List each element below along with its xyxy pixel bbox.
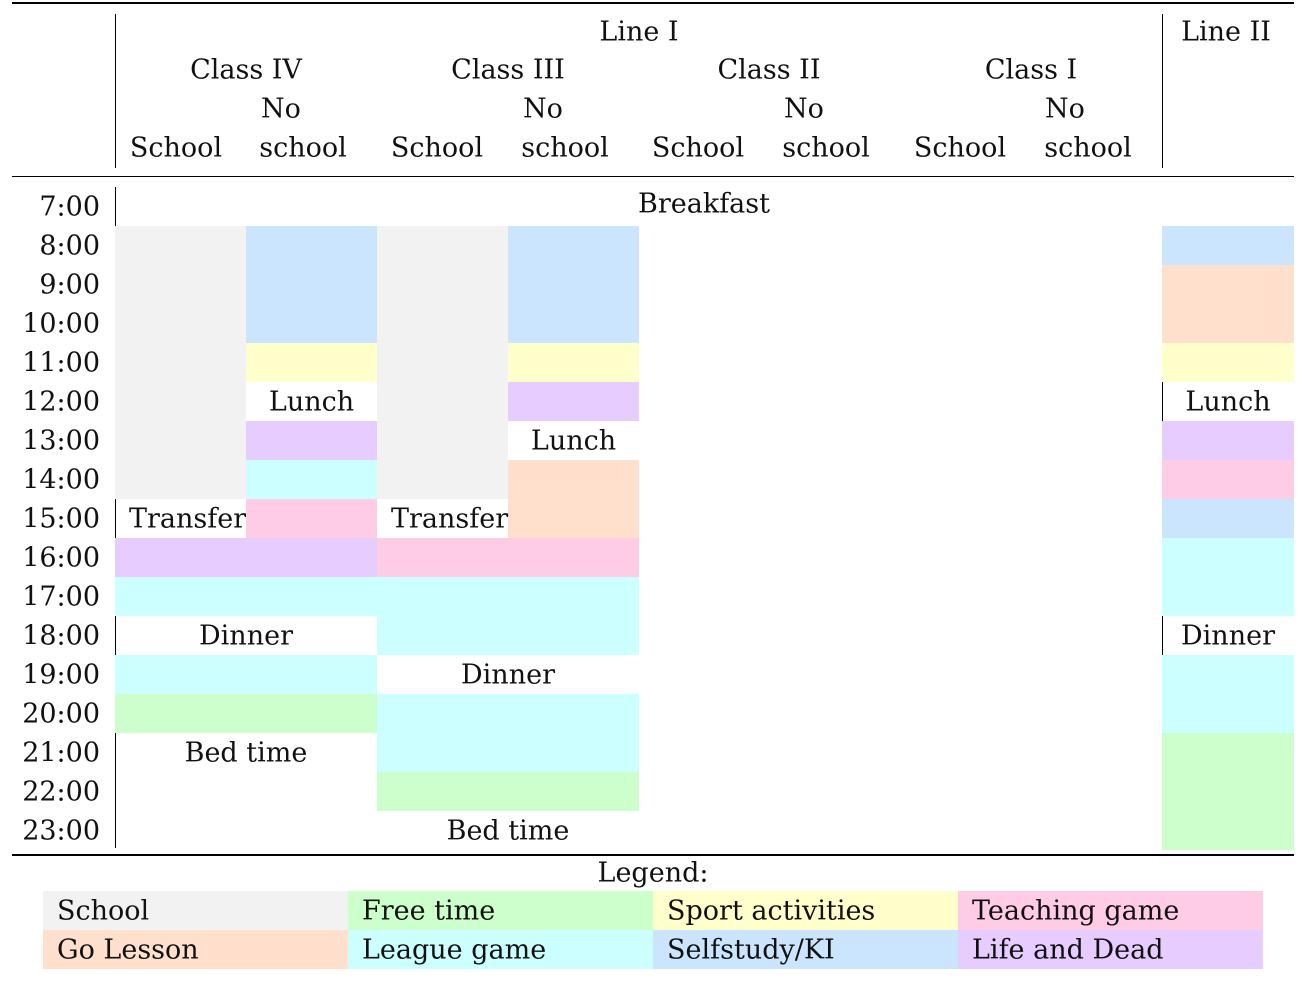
transfer-label: Transfer bbox=[129, 503, 247, 534]
league-block bbox=[246, 460, 377, 499]
class-i-heading: Class I bbox=[984, 54, 1078, 86]
free-block bbox=[377, 772, 639, 811]
teaching-block bbox=[1162, 460, 1294, 499]
top-rule bbox=[12, 2, 1294, 4]
class-iii-noschool-subheading: school bbox=[521, 132, 609, 164]
legend-item-free bbox=[348, 891, 653, 930]
bedtime-label: Bed time bbox=[446, 815, 570, 846]
lunch-label: Lunch bbox=[1185, 386, 1271, 417]
legend-item-selfstudy bbox=[653, 930, 958, 969]
selfstudy-block bbox=[1162, 499, 1294, 538]
dinner-label: Dinner bbox=[1181, 620, 1275, 651]
league-block bbox=[1162, 538, 1294, 616]
league-block bbox=[115, 577, 377, 616]
legend-item-life bbox=[958, 930, 1263, 969]
class-iv-school-subheading: School bbox=[129, 132, 223, 164]
free-block bbox=[1162, 733, 1294, 850]
time-label: 15:00 bbox=[22, 503, 100, 534]
school-block bbox=[115, 226, 246, 499]
legend-title: Legend: bbox=[597, 857, 709, 889]
lunch-label: Lunch bbox=[530, 425, 617, 456]
bottom-rule bbox=[12, 854, 1294, 856]
time-label: 16:00 bbox=[22, 542, 100, 573]
time-label: 19:00 bbox=[22, 659, 100, 690]
sport-block bbox=[246, 343, 377, 382]
time-label: 11:00 bbox=[22, 347, 100, 378]
time-label: 17:00 bbox=[22, 581, 100, 612]
legend-label: Free time bbox=[362, 895, 496, 926]
selfstudy-block bbox=[246, 226, 377, 343]
time-label: 20:00 bbox=[22, 698, 100, 729]
time-label: 12:00 bbox=[22, 386, 100, 417]
selfstudy-block bbox=[508, 226, 639, 343]
life-block bbox=[246, 421, 377, 460]
class-ii-school-subheading: School bbox=[651, 132, 745, 164]
legend-item-teaching bbox=[958, 891, 1263, 930]
lunch-label: Lunch bbox=[268, 386, 355, 417]
selfstudy-block bbox=[1162, 226, 1294, 265]
legend-item-go bbox=[43, 930, 348, 969]
breakfast-row-label: Breakfast bbox=[638, 188, 770, 220]
time-column-divider-body bbox=[115, 187, 116, 848]
legend-label: Selfstudy/KI bbox=[667, 934, 835, 965]
legend-label: School bbox=[57, 895, 150, 926]
transfer-label: Transfer bbox=[391, 503, 509, 534]
free-block bbox=[115, 694, 377, 733]
class-i-noschool-subheading: school bbox=[1044, 132, 1132, 164]
teaching-block bbox=[246, 499, 377, 538]
time-label: 14:00 bbox=[22, 464, 100, 495]
legend-label: League game bbox=[362, 934, 547, 965]
time-label: 23:00 bbox=[22, 815, 100, 846]
class-iii-school-subheading: School bbox=[390, 132, 484, 164]
class-ii-no-subheading: No bbox=[784, 93, 824, 125]
life-block bbox=[1162, 421, 1294, 460]
time-column-divider-header bbox=[115, 14, 116, 168]
league-block bbox=[1162, 655, 1294, 733]
time-label: 21:00 bbox=[22, 737, 100, 768]
league-block bbox=[377, 694, 639, 772]
line-divider-header bbox=[1162, 14, 1163, 168]
class-i-school-subheading: School bbox=[913, 132, 1007, 164]
league-block bbox=[377, 577, 639, 655]
legend-label: Teaching game bbox=[972, 895, 1180, 926]
legend-label: Go Lesson bbox=[57, 934, 199, 965]
time-label: 18:00 bbox=[22, 620, 100, 651]
class-iv-no-subheading: No bbox=[261, 93, 301, 125]
legend-item-sport bbox=[653, 891, 958, 930]
time-label: 9:00 bbox=[39, 269, 100, 300]
sport-block bbox=[508, 343, 639, 382]
go-block bbox=[508, 460, 639, 538]
teaching-block bbox=[377, 538, 639, 577]
time-label: 7:00 bbox=[39, 191, 100, 222]
legend-label: Sport activities bbox=[667, 895, 876, 926]
class-iv-heading: Class IV bbox=[190, 54, 302, 86]
class-ii-heading: Class II bbox=[717, 54, 821, 86]
time-label: 22:00 bbox=[22, 776, 100, 807]
sport-block bbox=[1162, 343, 1294, 382]
time-label: 8:00 bbox=[39, 230, 100, 261]
time-label: 10:00 bbox=[22, 308, 100, 339]
legend-label: Life and Dead bbox=[972, 934, 1164, 965]
class-i-no-subheading: No bbox=[1045, 93, 1085, 125]
time-label: 13:00 bbox=[22, 425, 100, 456]
class-iii-heading: Class III bbox=[451, 54, 565, 86]
dinner-label: Dinner bbox=[461, 659, 555, 690]
life-block bbox=[115, 538, 377, 577]
legend-item-school bbox=[43, 891, 348, 930]
class-iii-no-subheading: No bbox=[523, 93, 563, 125]
line-ii-heading: Line II bbox=[1181, 16, 1271, 48]
life-block bbox=[508, 382, 639, 421]
legend-item-league bbox=[348, 930, 653, 969]
bedtime-label: Bed time bbox=[184, 737, 308, 768]
class-ii-noschool-subheading: school bbox=[782, 132, 870, 164]
header-rule bbox=[12, 176, 1294, 177]
line-i-heading: Line I bbox=[599, 16, 679, 48]
school-block bbox=[377, 226, 508, 499]
go-block bbox=[1162, 265, 1294, 343]
dinner-label: Dinner bbox=[199, 620, 293, 651]
league-block bbox=[115, 655, 377, 694]
class-iv-noschool-subheading: school bbox=[259, 132, 347, 164]
